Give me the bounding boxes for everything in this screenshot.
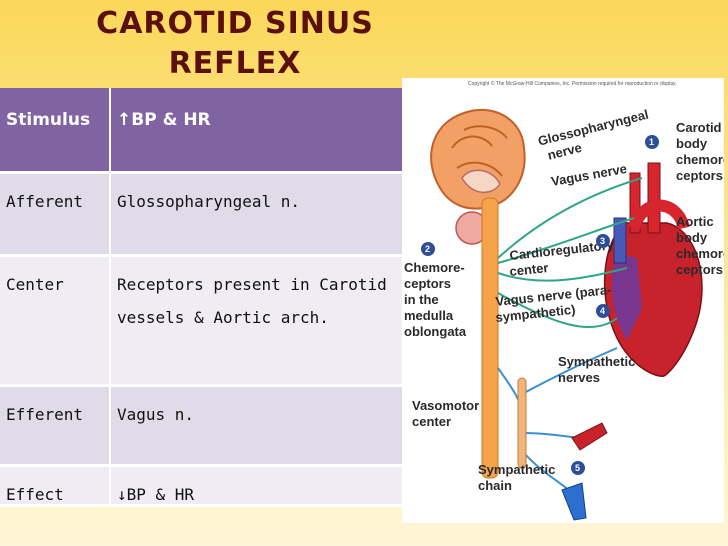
label-sympathetic-nerves-1: Sympathetic (558, 354, 635, 369)
label-carotid-4: ceptors (676, 168, 723, 183)
label-chemo-2: ceptors (404, 276, 451, 291)
label-aortic-3: chemore- (676, 246, 724, 261)
glossopharyngeal-nerve-line (497, 177, 643, 259)
row-value-line-1: Receptors present in Carotid (117, 274, 387, 294)
label-chemo-4: medulla (404, 308, 454, 323)
svg-text:1: 1 (649, 137, 654, 147)
reflex-table: Stimulus ↑BP & HR Afferent Glossopharyng… (0, 88, 402, 507)
row-value: Vagus n. (117, 404, 195, 424)
label-vasomotor-1: Vasomotor (412, 398, 479, 413)
svg-text:3: 3 (600, 236, 605, 246)
row-value: ↓BP & HR (117, 484, 195, 504)
title-line-1: CAROTID SINUS (96, 6, 374, 41)
label-chemo-1: Chemore- (404, 260, 465, 275)
number-marker-1: 1 (645, 135, 659, 149)
number-marker-3: 3 (596, 234, 610, 248)
reflex-diagram: Copyright © The McGraw-Hill Companies, I… (402, 78, 728, 523)
label-cardio-2: center (509, 260, 549, 279)
header-value: ↑BP & HR (117, 110, 211, 130)
svg-text:5: 5 (575, 463, 580, 473)
label-aortic-1: Aortic (676, 214, 714, 229)
label-aortic-2: body (676, 230, 708, 245)
row-value: Receptors present in Carotid vessels & A… (110, 255, 402, 385)
table-row-efferent: Efferent Vagus n. (0, 385, 402, 465)
copyright-text: Copyright © The McGraw-Hill Companies, I… (468, 80, 677, 87)
reflex-diagram-svg: Copyright © The McGraw-Hill Companies, I… (404, 80, 728, 521)
label-vagus-nerve: Vagus nerve (550, 161, 628, 189)
artery-illustration (571, 422, 608, 451)
table-header-row: Stimulus ↑BP & HR (0, 88, 402, 172)
title-line-2: REFLEX (168, 46, 302, 81)
row-label: Effect (0, 465, 111, 505)
row-label: Center (0, 255, 111, 385)
table-row-center: Center Receptors present in Carotid vess… (0, 255, 402, 385)
header-label: Stimulus (0, 88, 111, 172)
number-marker-4: 4 (596, 304, 610, 318)
number-marker-2: 2 (421, 242, 435, 256)
slide-title: CAROTID SINUS REFLEX (60, 4, 410, 84)
vein-illustration (561, 482, 587, 521)
label-chemo-5: oblongata (404, 324, 467, 339)
row-label: Afferent (0, 172, 111, 255)
label-carotid-2: body (676, 136, 708, 151)
svg-text:4: 4 (600, 306, 605, 316)
sympathetic-chain-bar (517, 377, 527, 469)
row-value-line-2: vessels & Aortic arch. (117, 307, 329, 327)
spinal-cord (481, 197, 499, 479)
vagus-para-line (497, 267, 628, 282)
heart-illustration (603, 162, 703, 377)
label-carotid-3: chemore- (676, 152, 724, 167)
svg-text:2: 2 (425, 244, 430, 254)
label-sympathetic-chain-1: Sympathetic (478, 462, 555, 477)
label-vasomotor-2: center (412, 414, 451, 429)
label-sympathetic-nerves-2: nerves (558, 370, 600, 385)
row-value: Glossopharyngeal n. (117, 191, 301, 211)
vagus-nerve-line (497, 217, 635, 264)
table-row-effect: Effect ↓BP & HR (0, 465, 402, 505)
label-aortic-4: ceptors (676, 262, 723, 277)
row-label: Efferent (0, 385, 111, 465)
number-marker-5: 5 (571, 461, 585, 475)
label-glossopharyngeal: Glossopharyngeal (536, 107, 650, 149)
label-sympathetic-chain-2: chain (478, 478, 512, 493)
brain-illustration (430, 108, 526, 245)
table-row-afferent: Afferent Glossopharyngeal n. (0, 172, 402, 255)
label-carotid-1: Carotid (676, 120, 722, 135)
sympathetic-heart-line (497, 292, 618, 329)
label-chemo-3: in the (404, 292, 439, 307)
